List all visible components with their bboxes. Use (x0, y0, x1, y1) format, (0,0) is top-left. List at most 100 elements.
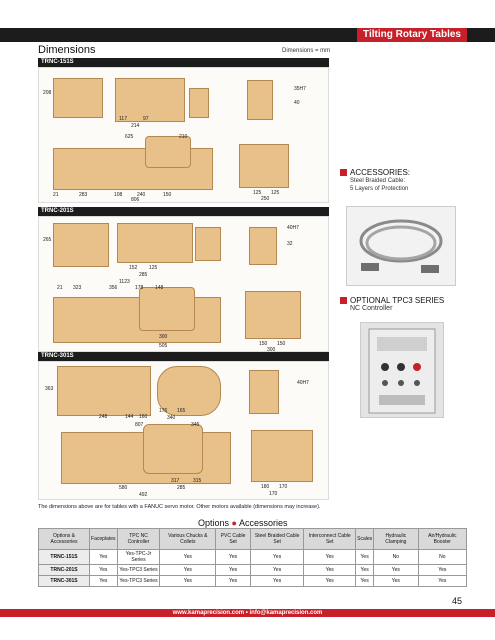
machine-view (143, 424, 203, 474)
footer-contact[interactable]: www.kamaprecision.com • info@kamaprecisi… (172, 610, 323, 616)
table-cell: Yes (417, 564, 468, 576)
section-tab: Tilting Rotary Tables (357, 28, 467, 42)
dim-label: 248 (99, 414, 108, 420)
table-header: PVC Cable Set (215, 528, 251, 550)
machine-view (115, 78, 185, 122)
dim-label: 300 (159, 334, 168, 340)
tpc3-desc: NC Controller (350, 305, 393, 312)
table-header: Various Chucks & Collets (159, 528, 217, 550)
dim-label: 240 (137, 192, 146, 198)
dim-label: 165 (177, 408, 186, 414)
table-header: Hydraulic Clamping (373, 528, 419, 550)
table-cell: Yes (215, 564, 251, 576)
dim-label: 160 (139, 414, 148, 420)
accessories-title: ACCESSORIES: (350, 168, 411, 177)
table-header: Options & Accessories (37, 528, 91, 550)
machine-view (53, 223, 109, 267)
table-cell: Yes (303, 575, 357, 587)
dim-label: 176 (159, 408, 168, 414)
machine-view (117, 223, 193, 263)
dim-label: 505 (159, 343, 168, 349)
table-header: Faceplates (89, 528, 118, 550)
dim-label: 625 (125, 134, 134, 140)
dim-label: 1123 (119, 279, 130, 285)
table-cell: TRNC-201S (37, 564, 91, 576)
dim-label: 208 (43, 90, 52, 96)
table-header: Scales (355, 528, 375, 550)
dim-label: 170 (279, 484, 288, 490)
table-cell: Yes (89, 575, 118, 587)
table-header: Air/Hydraulic Booster (417, 528, 468, 550)
dim-label: 300 (267, 347, 276, 353)
dim-label: 323 (73, 285, 82, 291)
dim-label: 340 (167, 415, 176, 421)
dim-label: 125 (253, 190, 262, 196)
table-cell: Yes (159, 575, 217, 587)
table-cell: No (417, 549, 468, 565)
table-cell: Yes (89, 549, 118, 565)
controller-photo (360, 322, 444, 418)
page-number: 45 (452, 596, 463, 606)
machine-view (247, 80, 273, 120)
dim-label: 21 (57, 285, 63, 291)
dimensions-title: Dimensions (38, 44, 96, 56)
table-cell: Yes-TPC3 Series (116, 564, 161, 576)
drawing-trnc-151s: 208 117 97 214 35H7 40 625 210 21 283 10… (38, 67, 329, 203)
dim-label: 250 (261, 196, 270, 202)
table-cell: Yes (249, 549, 305, 565)
machine-view (53, 297, 221, 343)
table-cell: Yes-TPC-Jr Series (116, 549, 161, 565)
tpc3-block: OPTIONAL TPC3 SERIES NC Controller (340, 296, 480, 313)
footer-bar (0, 609, 495, 617)
table-cell: No (373, 549, 419, 565)
machine-view (53, 78, 103, 118)
dim-label: 210 (179, 134, 188, 140)
dim-label: 580 (119, 485, 128, 491)
table-cell: Yes (303, 564, 357, 576)
cable-photo (346, 206, 456, 286)
table-cell: Yes (89, 564, 118, 576)
dim-label: 152 (129, 265, 138, 271)
dim-label: 180 (261, 484, 270, 490)
dim-label: 178 (135, 285, 144, 291)
machine-view (239, 144, 289, 188)
dim-label: 363 (45, 386, 54, 392)
machine-view (139, 287, 195, 331)
table-cell: Yes (303, 549, 357, 565)
table-cell: TRNC-151S (37, 549, 91, 565)
dimensions-units: Dimensions = mm (282, 48, 331, 54)
dim-label: 317 (171, 478, 180, 484)
dim-label: 125 (149, 265, 158, 271)
section-label-trnc-201s: TRNC-201S (38, 207, 329, 216)
table-cell: Yes (159, 549, 217, 565)
machine-view (245, 291, 301, 339)
dim-label: 150 (277, 341, 286, 347)
table-cell: TRNC-301S (37, 575, 91, 587)
drawing-trnc-201s: 265 152 125 285 1123 40H7 32 21 323 356 … (38, 216, 329, 353)
dim-label: 283 (79, 192, 88, 198)
tpc3-title: OPTIONAL TPC3 SERIES (350, 296, 445, 305)
dim-label: 144 (125, 414, 134, 420)
machine-view (157, 366, 221, 416)
dim-label: 35H7 (294, 86, 306, 92)
drawing-trnc-301s: 363 248 144 160 176 165 340 807 345 40H7… (38, 361, 329, 500)
dim-label: 214 (131, 123, 140, 129)
table-cell: Yes (159, 564, 217, 576)
dim-label: 150 (163, 192, 172, 198)
dim-label: 285 (139, 272, 148, 278)
table-header: Steel Braided Cable Set (249, 528, 305, 550)
dim-label: 148 (155, 285, 164, 291)
machine-view (145, 136, 191, 168)
accessories-desc-2: 5 Layers of Protection (350, 186, 409, 192)
accessories-block: ACCESSORIES: Steel Braided Cable: 5 Laye… (340, 168, 470, 193)
options-table: Options & Accessories Faceplates TPC NC … (37, 528, 468, 587)
dim-label: 40 (294, 100, 300, 106)
table-header: Interconnect Cable Set (303, 528, 357, 550)
table-cell: Yes (355, 575, 375, 587)
table-cell: Yes (355, 549, 375, 565)
table-cell: Yes-TPC3 Series (116, 575, 161, 587)
dim-label: 108 (114, 192, 123, 198)
bullet-square-icon (340, 297, 347, 305)
table-row: TRNC-151S Yes Yes-TPC-Jr Series Yes Yes … (37, 549, 468, 565)
machine-view (251, 430, 313, 482)
